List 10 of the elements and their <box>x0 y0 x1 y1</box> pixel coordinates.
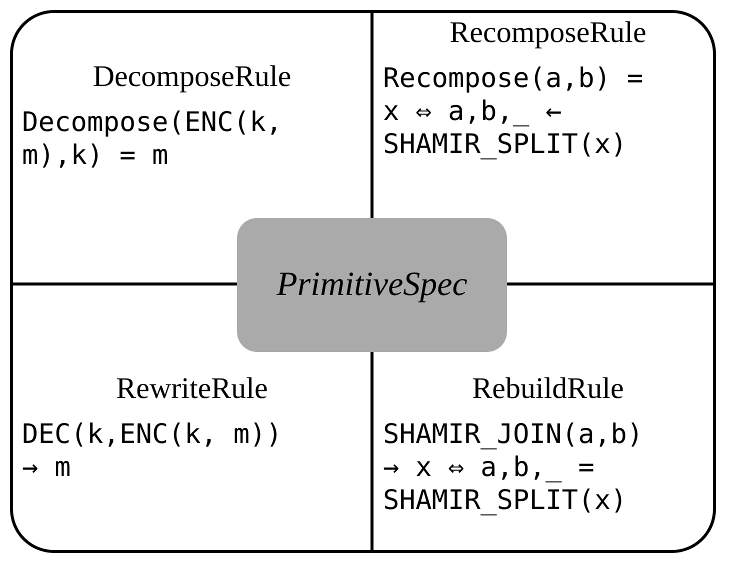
rule-heading: RebuildRule <box>471 372 625 406</box>
frame <box>10 10 716 553</box>
rule-heading: DecomposeRule <box>92 60 292 94</box>
rule-heading: RecomposeRule <box>448 16 648 50</box>
rule-formula: SHAMIR_JOIN(a,b) → x ⇔ a,b,_ = SHAMIR_SPLIT(x) <box>383 418 644 517</box>
rule-heading: RewriteRule <box>115 372 269 406</box>
rule-formula: Decompose(ENC(k, m),k) = m <box>22 106 284 172</box>
center-box: PrimitiveSpec <box>237 218 507 352</box>
rule-formula: Recompose(a,b) = x ⇔ a,b,_ ← SHAMIR_SPLIT(x) <box>383 62 644 161</box>
rule-formula: DEC(k,ENC(k, m)) → m <box>22 418 284 484</box>
